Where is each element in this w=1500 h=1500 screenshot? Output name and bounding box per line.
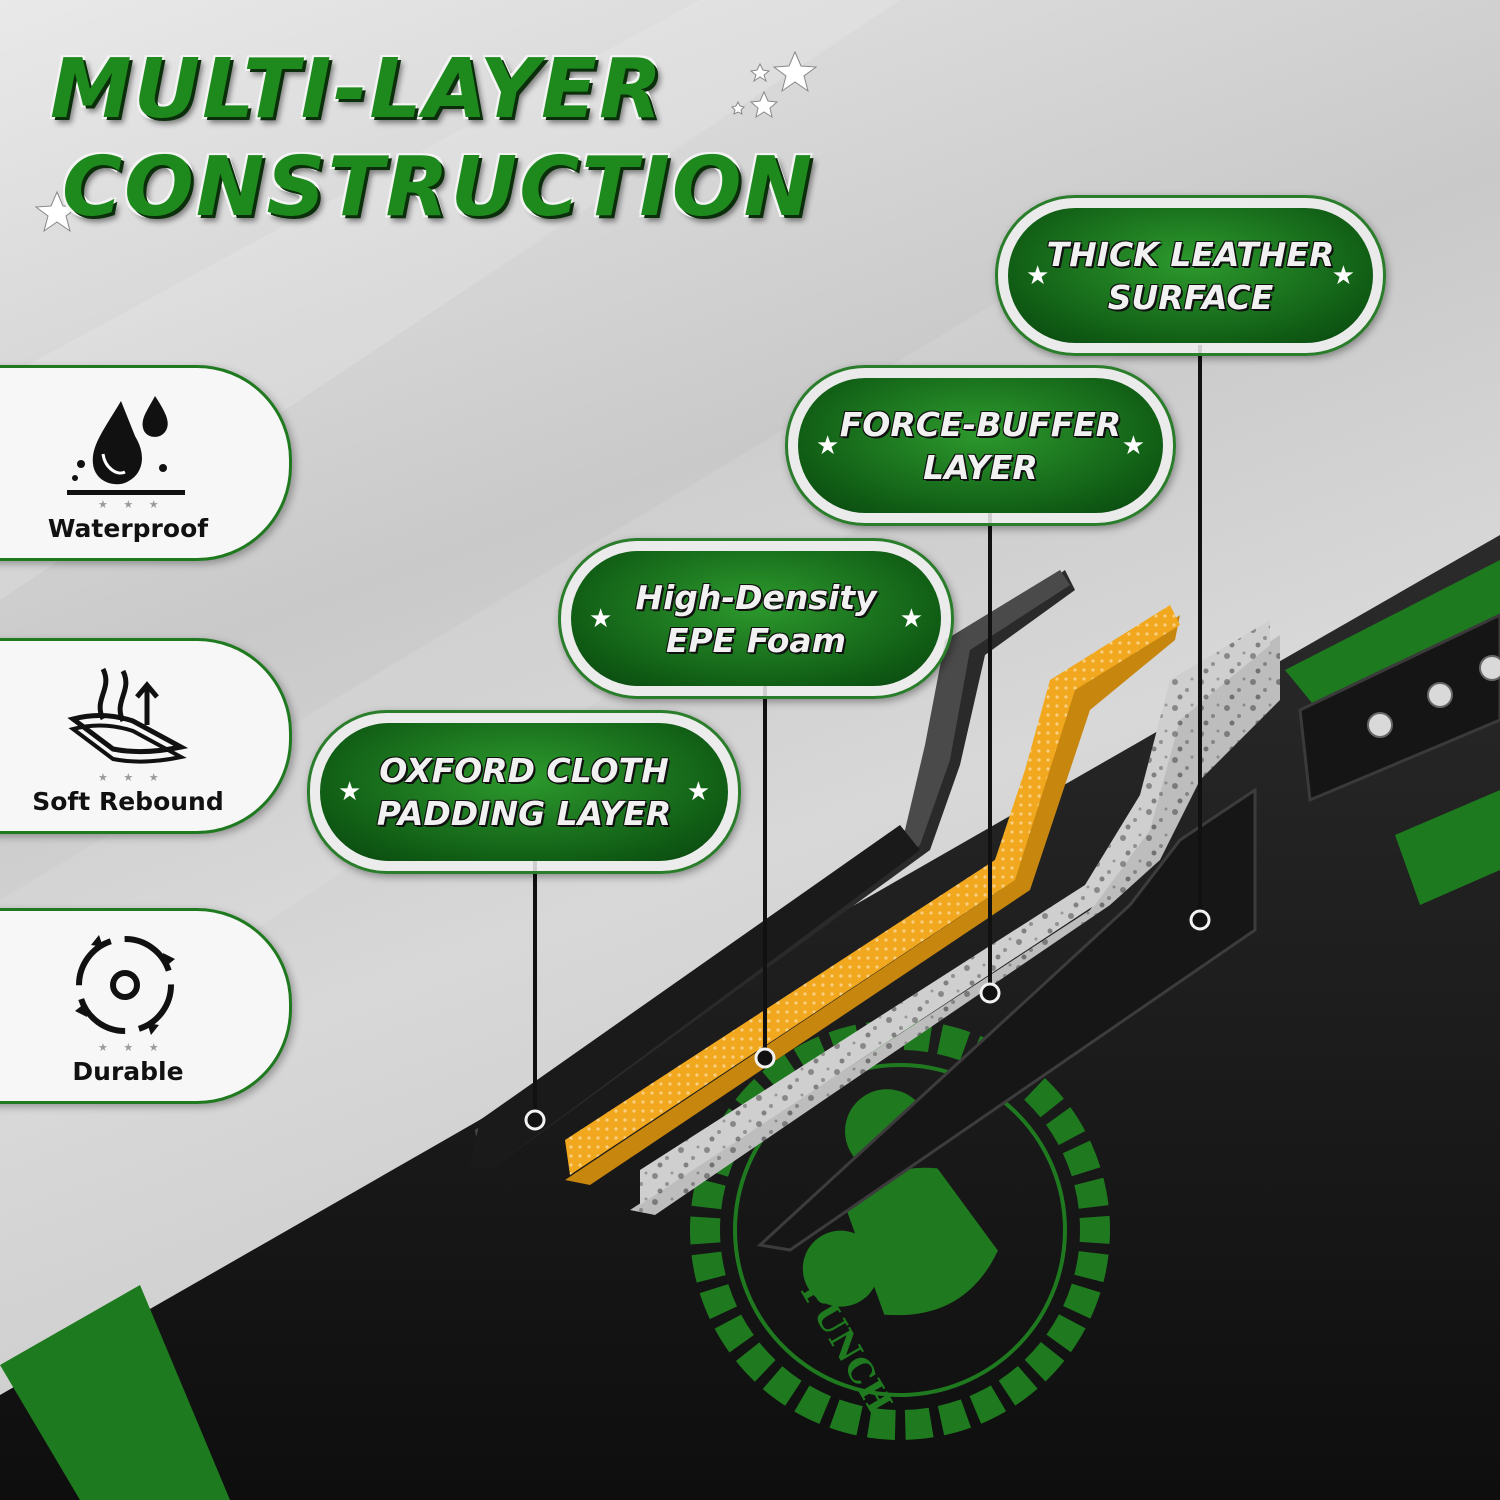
star-icon: ★ <box>816 430 840 461</box>
callout-line: OXFORD CLOTH <box>379 751 669 790</box>
rating-stars: ★ ★ ★ <box>98 771 165 784</box>
callout-line: LAYER <box>923 447 1038 487</box>
callout-thick-leather-surface: ★ THICK LEATHER SURFACE ★ <box>995 195 1386 356</box>
callout-force-buffer-layer: ★ FORCE-BUFFER LAYER ★ <box>785 365 1176 526</box>
layer-cutaway <box>470 570 1280 1252</box>
hanging-strap <box>1298 613 1500 803</box>
title-line-2: CONSTRUCTION <box>62 140 815 235</box>
star-icon: ★ <box>1121 430 1145 461</box>
epe-foam-layer <box>565 615 1180 1185</box>
rivet <box>1367 712 1393 738</box>
star-icon: ★ <box>1026 260 1050 291</box>
feature-durable: ★ ★ ★ Durable <box>0 908 292 1104</box>
punching-bag-body <box>0 535 1500 1500</box>
rating-stars: ★ ★ ★ <box>98 1041 165 1054</box>
callout-connectors <box>533 345 1202 1120</box>
durable-cycle-icon <box>75 935 175 1035</box>
rivet <box>1427 682 1453 708</box>
feature-label: Durable <box>72 1057 184 1086</box>
leather-surface-layer <box>756 787 1257 1252</box>
feature-waterproof: ★ ★ ★ Waterproof <box>0 365 292 561</box>
callout-oxford-cloth-padding-layer: ★ OXFORD CLOTH PADDING LAYER ★ <box>307 710 741 874</box>
feature-soft-rebound: ★ ★ ★ Soft Rebound <box>0 638 292 834</box>
star-icon: ★ <box>899 603 923 634</box>
rivet <box>1479 655 1500 681</box>
callout-line: FORCE-BUFFER <box>839 404 1122 444</box>
title-line-1: MULTI-LAYER <box>50 42 665 137</box>
callout-line: THICK LEATHER <box>1046 234 1335 274</box>
callout-line: SURFACE <box>1107 277 1274 317</box>
feature-label: Waterproof <box>47 514 209 543</box>
decorative-stars <box>34 50 818 233</box>
water-drops-icon <box>67 396 185 495</box>
star-icon: ★ <box>1331 260 1355 291</box>
oxford-cloth-layer <box>470 570 1075 1170</box>
star-icon: ★ <box>589 603 613 634</box>
callout-anchor-dots <box>524 909 1211 1131</box>
callout-high-density-epe-foam: ★ High-Density EPE Foam ★ <box>558 538 954 699</box>
rating-stars: ★ ★ ★ <box>98 498 165 511</box>
callout-line: High-Density <box>635 577 877 617</box>
soft-rebound-icon <box>67 667 188 764</box>
feature-label: Soft Rebound <box>32 787 224 816</box>
callout-line: EPE Foam <box>665 620 847 660</box>
callout-line: PADDING LAYER <box>376 794 672 833</box>
star-icon: ★ <box>338 777 362 807</box>
star-icon: ★ <box>686 777 710 807</box>
